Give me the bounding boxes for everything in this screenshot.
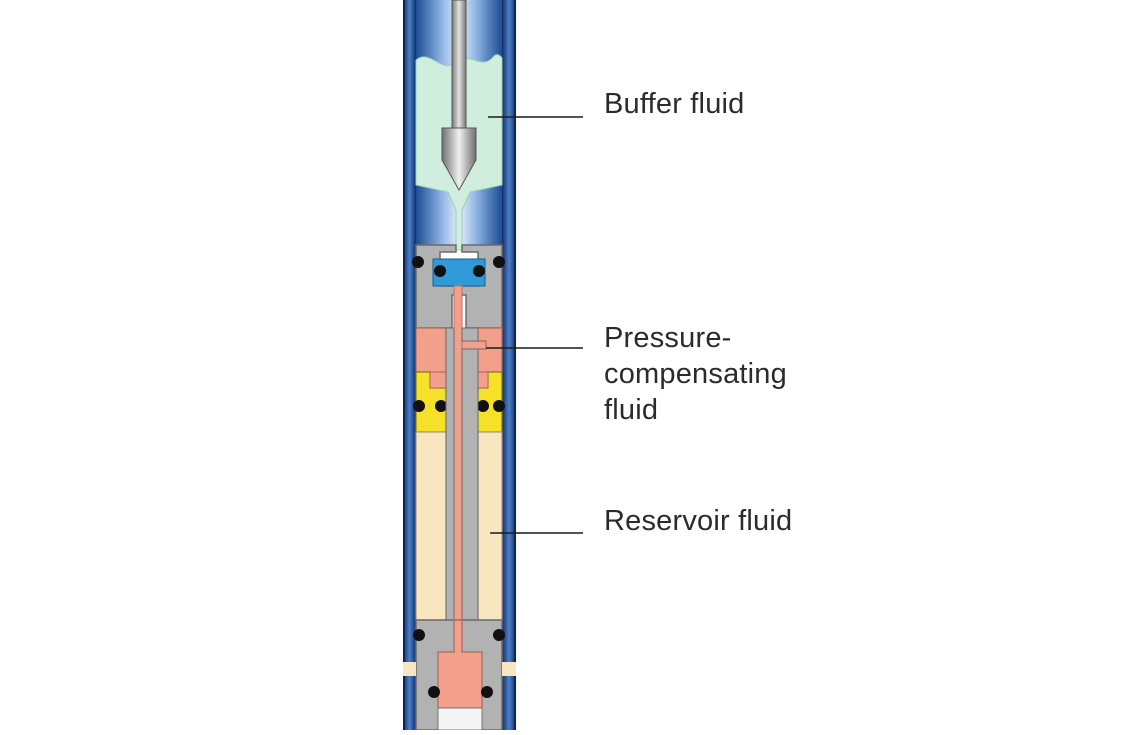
seal-ring bbox=[412, 256, 424, 268]
lower-housing bbox=[403, 619, 516, 731]
label-reservoir-fluid-text: Reservoir fluid bbox=[604, 505, 793, 537]
seal-ring bbox=[493, 256, 505, 268]
right-salmon-step bbox=[477, 371, 489, 389]
casing-outer-edge-left bbox=[403, 0, 405, 730]
label-buffer-fluid: Buffer fluid bbox=[604, 86, 745, 122]
seal-ring bbox=[477, 400, 489, 412]
right-chamber bbox=[477, 327, 505, 621]
seal-ring bbox=[428, 686, 440, 698]
probe-rod bbox=[451, 0, 467, 129]
left-cream-chamber bbox=[415, 431, 447, 621]
casing-right-wall bbox=[502, 0, 516, 730]
probe-assembly bbox=[441, 0, 477, 192]
seal-ring bbox=[413, 400, 425, 412]
label-pressure-line-2: compensating bbox=[604, 358, 787, 390]
left-salmon-chamber bbox=[415, 327, 447, 373]
seal-ring bbox=[493, 629, 505, 641]
central-flow-line bbox=[453, 285, 463, 657]
seal-ring bbox=[435, 400, 447, 412]
seal-ring bbox=[413, 629, 425, 641]
seal-ring bbox=[434, 265, 446, 277]
seal-ring bbox=[481, 686, 493, 698]
label-buffer-fluid-text: Buffer fluid bbox=[604, 88, 745, 120]
seal-ring bbox=[493, 400, 505, 412]
left-chamber bbox=[413, 327, 447, 621]
label-reservoir-fluid: Reservoir fluid bbox=[604, 503, 792, 539]
right-salmon-chamber bbox=[477, 327, 503, 373]
left-salmon-step bbox=[429, 371, 447, 389]
inner-wall-right-top bbox=[461, 327, 479, 342]
casing-outer-edge-right bbox=[514, 0, 516, 730]
probe-cone bbox=[441, 127, 477, 192]
seal-ring bbox=[473, 265, 485, 277]
right-cream-chamber bbox=[477, 431, 503, 621]
leader-lines bbox=[486, 116, 583, 534]
label-pressure-line-1: Pressure- bbox=[604, 322, 732, 354]
label-pressure-compensating-fluid: Pressure- compensating fluid bbox=[604, 320, 787, 428]
inner-wall-left bbox=[445, 327, 455, 621]
cream-band-left bbox=[403, 662, 416, 676]
cream-band-right bbox=[502, 662, 516, 676]
label-pressure-line-3: fluid bbox=[604, 394, 659, 426]
casing-left-wall bbox=[403, 0, 416, 730]
lower-white-chamber bbox=[437, 707, 483, 731]
inner-wall-right bbox=[461, 348, 479, 621]
cross-port bbox=[461, 340, 487, 350]
